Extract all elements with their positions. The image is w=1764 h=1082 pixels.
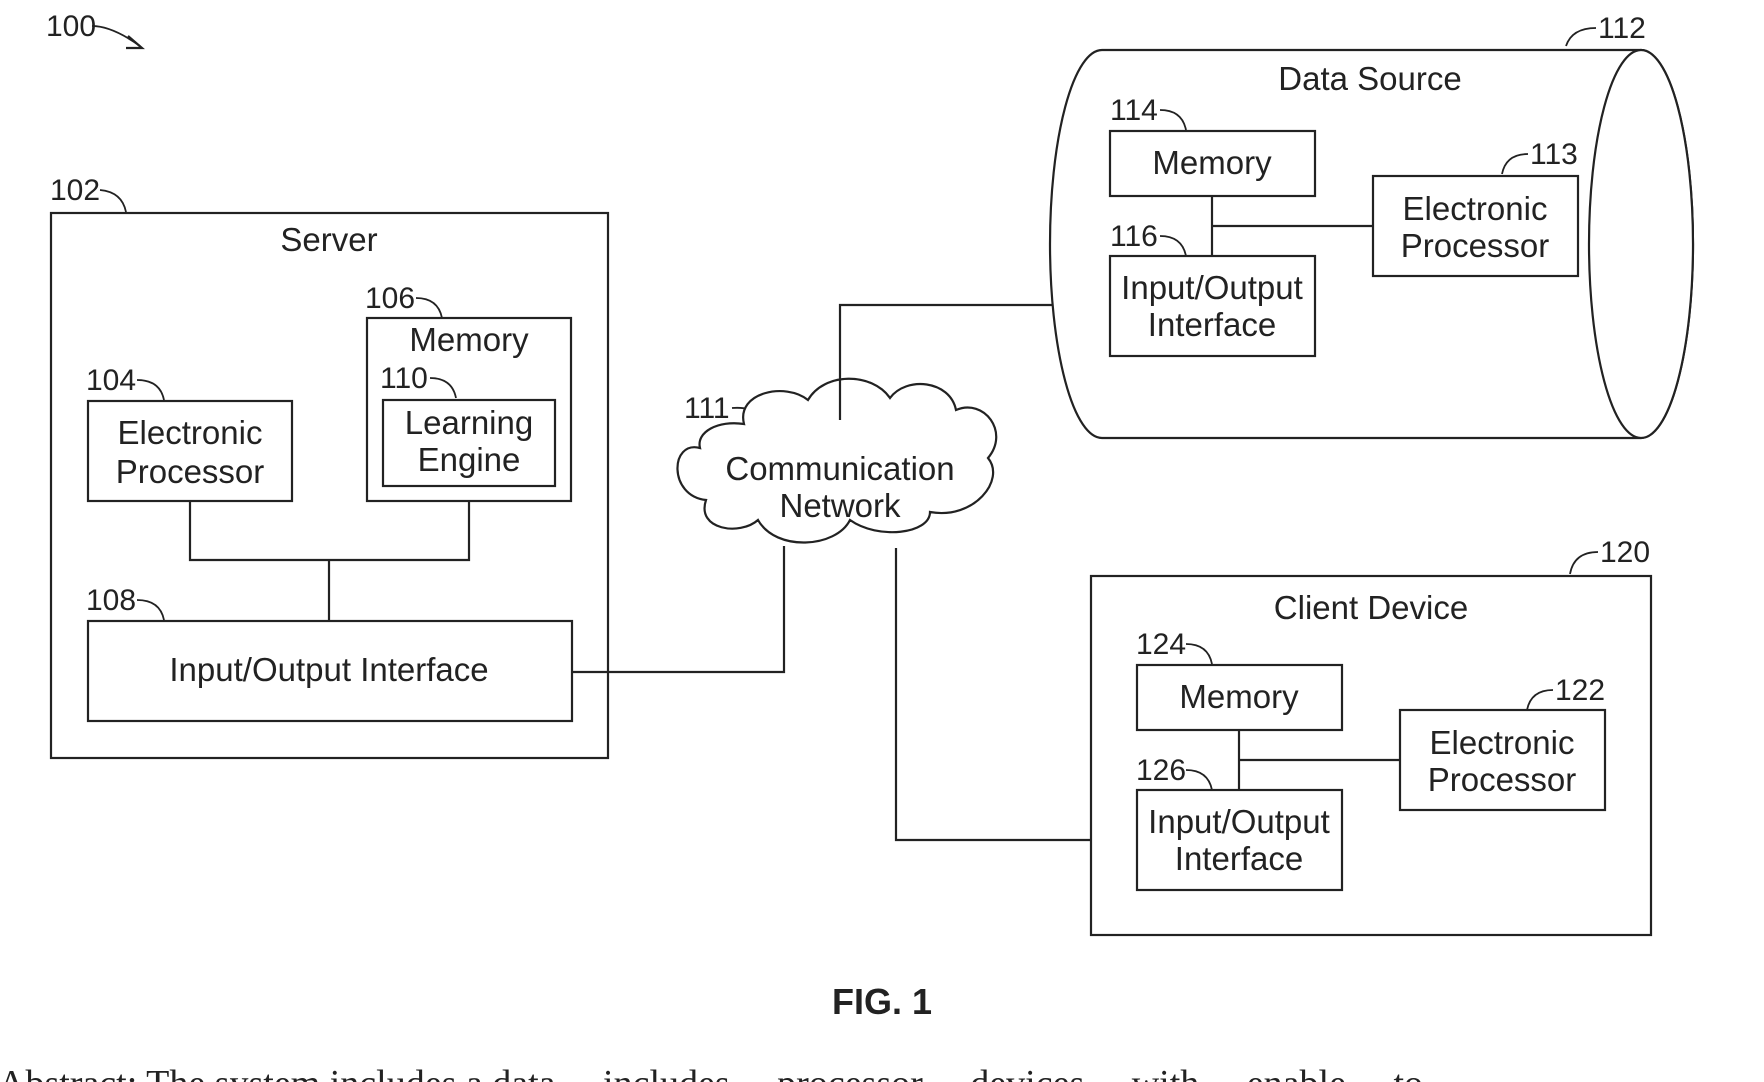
- data-source-io-ref: 116: [1110, 220, 1158, 253]
- data-source-title: Data Source: [1278, 60, 1461, 97]
- client-memory-label: Memory: [1179, 678, 1299, 715]
- client-processor-ref: 122: [1555, 674, 1605, 707]
- client-io-label-line1: Input/Output: [1148, 803, 1330, 840]
- client-processor-label-line2: Processor: [1428, 761, 1577, 798]
- abstract-text-fragment: Abstract: The system includes a data ...…: [0, 1063, 1461, 1082]
- server-io-label: Input/Output Interface: [169, 651, 488, 688]
- server-processor-label-line2: Processor: [116, 453, 265, 490]
- server-memory-ref: 106: [365, 282, 415, 315]
- client-io-ref: 126: [1136, 754, 1186, 787]
- client-memory-ref: 124: [1136, 628, 1186, 661]
- data-source-ref-leader: [1566, 28, 1596, 46]
- network-ref-label: 111: [684, 392, 730, 425]
- data-source-processor-ref: 113: [1530, 138, 1578, 171]
- client-io-label-line2: Interface: [1175, 840, 1303, 877]
- learning-engine-label-line1: Learning: [405, 404, 533, 441]
- data-source-processor-label-line2: Processor: [1401, 227, 1550, 264]
- server-ref-leader: [100, 190, 126, 212]
- data-source-block: 112 Data Source 114 Memory 113 Electroni…: [1050, 12, 1693, 438]
- server-block: 102 Server 104 Electronic Processor 106 …: [50, 174, 608, 758]
- learning-engine-label-line2: Engine: [418, 441, 521, 478]
- system-ref-label: 100: [46, 10, 96, 43]
- network-label-line1: Communication: [725, 450, 954, 487]
- client-device-title: Client Device: [1274, 589, 1468, 626]
- server-processor-ref: 104: [86, 364, 136, 397]
- data-source-memory-ref: 114: [1110, 94, 1158, 127]
- server-title: Server: [280, 221, 377, 258]
- server-memory-title: Memory: [409, 321, 529, 358]
- learning-engine-ref: 110: [380, 362, 428, 395]
- server-ref-label: 102: [50, 174, 100, 207]
- network-block: 111 Communication Network: [677, 379, 996, 543]
- client-device-block: 120 Client Device 124 Memory 122 Electro…: [1091, 536, 1651, 935]
- client-device-ref-label: 120: [1600, 536, 1650, 569]
- system-ref-leader: [92, 26, 140, 46]
- client-processor-label-line1: Electronic: [1430, 724, 1575, 761]
- data-source-ref-label: 112: [1598, 12, 1646, 45]
- data-source-io-label-line1: Input/Output: [1121, 269, 1303, 306]
- data-source-memory-label: Memory: [1152, 144, 1272, 181]
- server-io-ref: 108: [86, 584, 136, 617]
- server-processor-label-line1: Electronic: [118, 414, 263, 451]
- client-device-ref-leader: [1570, 552, 1598, 574]
- network-label-line2: Network: [779, 487, 901, 524]
- figure-caption: FIG. 1: [832, 981, 932, 1022]
- data-source-io-label-line2: Interface: [1148, 306, 1276, 343]
- data-source-cylinder-end: [1589, 50, 1693, 438]
- data-source-processor-label-line1: Electronic: [1403, 190, 1548, 227]
